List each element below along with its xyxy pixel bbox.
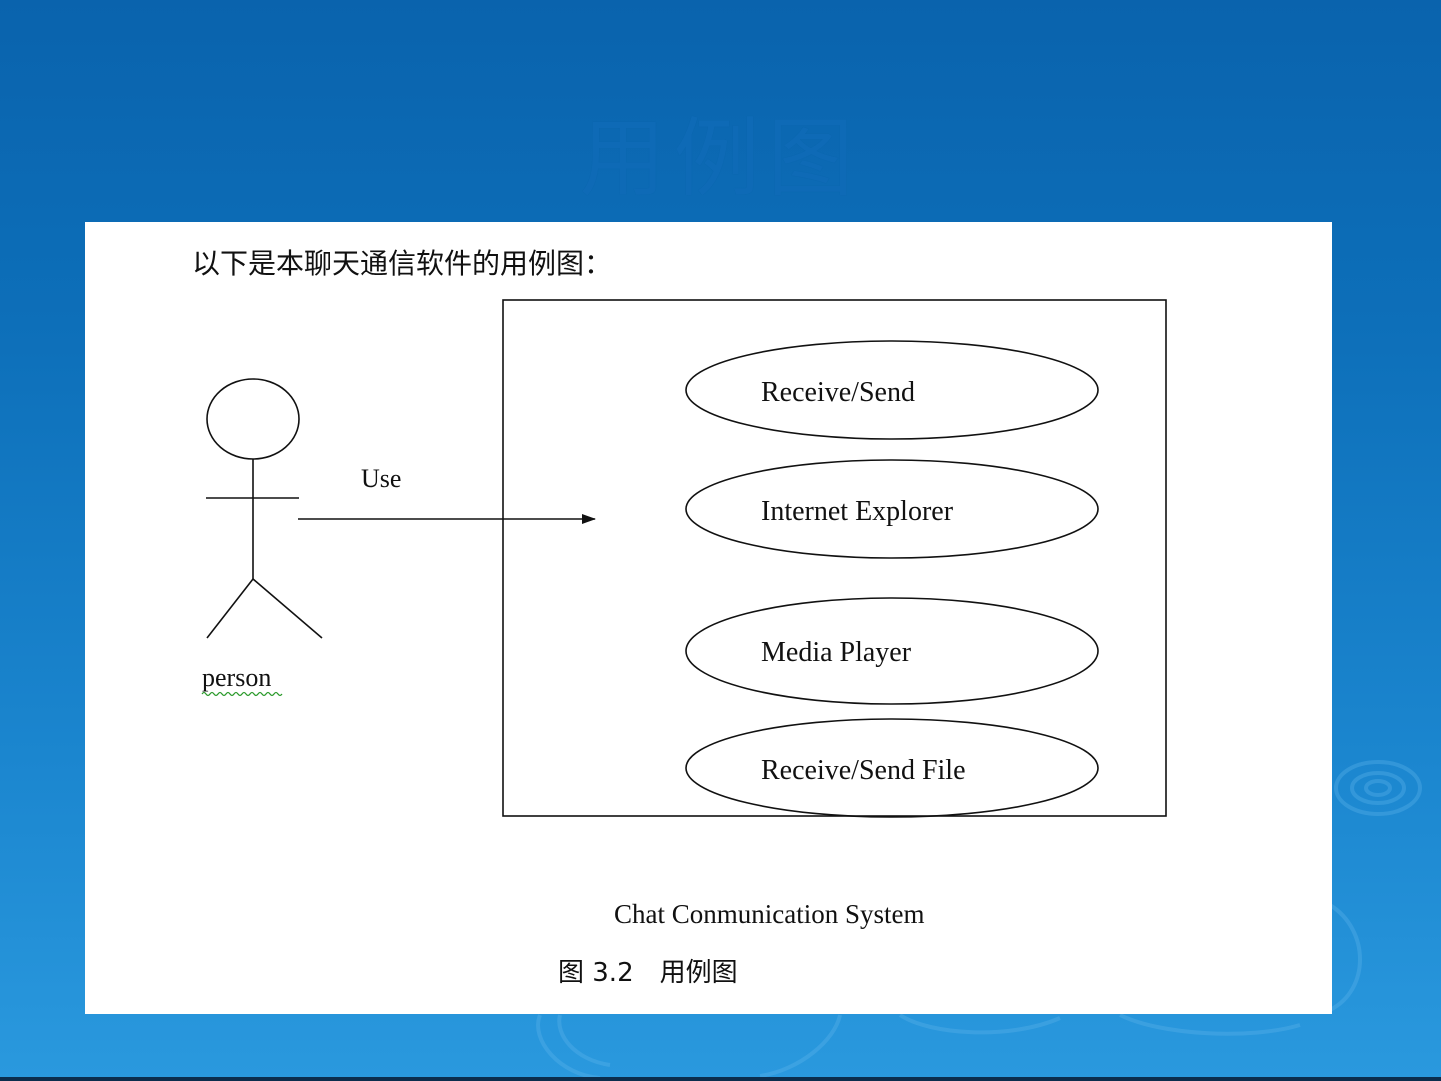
actor-label: person — [202, 663, 271, 692]
figure-caption: 图 3.2 用例图 — [558, 952, 738, 989]
use-case-label: Receive/Send File — [761, 755, 966, 786]
use-case-label: Media Player — [761, 637, 912, 668]
use-case-label: Internet Explorer — [761, 496, 954, 527]
actor-left-leg — [207, 579, 253, 638]
use-case-receive-send-file: Receive/Send File — [686, 719, 1098, 817]
use-case-label: Receive/Send — [761, 377, 915, 408]
use-case-receive-send: Receive/Send — [686, 341, 1098, 439]
system-label: Chat Conmunication System — [614, 899, 925, 929]
slide-title: 用例图 — [0, 88, 1441, 213]
diagram-panel: 以下是本聊天通信软件的用例图： person Use Receive/Send — [85, 222, 1332, 1014]
use-case-diagram: person Use Receive/Send Internet Explore… — [85, 222, 1332, 1014]
use-case-internet-explorer: Internet Explorer — [686, 460, 1098, 558]
bottom-border — [0, 1077, 1441, 1081]
actor-stick-figure — [206, 379, 322, 638]
actor-label-spellcheck-underline — [202, 693, 282, 696]
actor-right-leg — [253, 579, 322, 638]
association-label: Use — [361, 464, 401, 493]
use-case-media-player: Media Player — [686, 598, 1098, 704]
actor-head — [207, 379, 299, 459]
